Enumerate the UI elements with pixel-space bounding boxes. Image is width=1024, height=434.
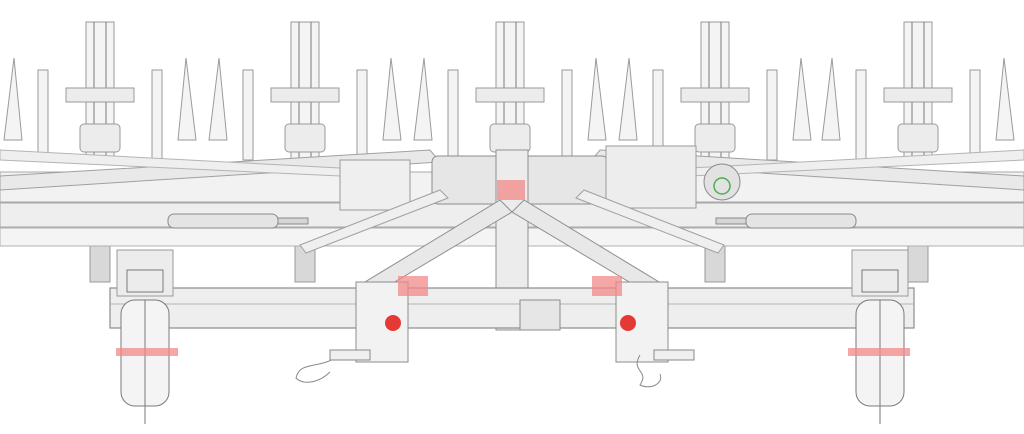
rear-shank bbox=[37, 69, 49, 161]
right-brace bbox=[575, 189, 725, 254]
left-cylinder-housing bbox=[339, 159, 411, 211]
tine-blade bbox=[618, 57, 638, 141]
rear-shank bbox=[855, 69, 867, 161]
tine-blade bbox=[995, 57, 1015, 141]
right-pin-marker bbox=[620, 315, 636, 331]
rear-shank bbox=[969, 69, 981, 161]
tine-blade bbox=[177, 57, 197, 141]
tine-crossbar bbox=[883, 87, 953, 103]
left-cylinder-rod bbox=[277, 217, 309, 225]
right-gauge-wheel bbox=[851, 249, 909, 424]
left-hose-coupler bbox=[329, 349, 371, 361]
wheel-pivot bbox=[861, 269, 899, 293]
right-hose bbox=[636, 354, 662, 388]
tine-crossbar bbox=[680, 87, 750, 103]
rear-shank bbox=[356, 69, 368, 161]
rear-shank bbox=[766, 69, 778, 161]
left-gauge-wheel bbox=[116, 249, 174, 424]
left-wheel-axle-highlight bbox=[116, 348, 178, 356]
left-hydraulic-cylinder bbox=[167, 213, 279, 229]
center-hitch-bracket bbox=[519, 299, 561, 331]
hydraulic-tank bbox=[605, 145, 697, 209]
tine-unit bbox=[208, 21, 402, 283]
hydraulic-cylinders bbox=[167, 213, 857, 229]
tine-clamp bbox=[284, 123, 326, 153]
tine-blade bbox=[3, 57, 23, 141]
tine-crossbar bbox=[270, 87, 340, 103]
rear-shank bbox=[242, 69, 254, 161]
right-hose-coupler bbox=[653, 349, 695, 361]
tine-unit bbox=[618, 21, 812, 283]
left-brace bbox=[299, 189, 449, 254]
left-pin-marker bbox=[385, 315, 401, 331]
tine-blade bbox=[382, 57, 402, 141]
hose-lines bbox=[295, 349, 695, 388]
tine-blade bbox=[792, 57, 812, 141]
right-hydraulic-cylinder bbox=[745, 213, 857, 229]
tine-blade bbox=[208, 57, 228, 141]
tine-clamp bbox=[489, 123, 531, 153]
right-cylinder-rod bbox=[715, 217, 747, 225]
rear-shank bbox=[151, 69, 163, 161]
left-hose bbox=[295, 354, 341, 383]
tine-clamp bbox=[897, 123, 939, 153]
tine-crossbar bbox=[475, 87, 545, 103]
right-wheel-axle-highlight bbox=[848, 348, 910, 356]
highlight-markers bbox=[116, 180, 910, 356]
center-hitch-highlight bbox=[497, 180, 525, 200]
tine-clamp bbox=[79, 123, 121, 153]
accumulator-ring bbox=[713, 177, 731, 195]
tine-unit bbox=[3, 21, 197, 283]
tine-unit bbox=[821, 21, 1015, 283]
tine-clamp bbox=[694, 123, 736, 153]
right-drawbar-highlight bbox=[592, 276, 622, 296]
tine-units bbox=[3, 21, 1015, 283]
rear-shank bbox=[447, 69, 459, 161]
tine-blade bbox=[587, 57, 607, 141]
wheel-pivot bbox=[126, 269, 164, 293]
tine-crossbar bbox=[65, 87, 135, 103]
left-drawbar-highlight bbox=[398, 276, 428, 296]
tine-blade bbox=[821, 57, 841, 141]
front-toolbar-beam bbox=[109, 287, 915, 329]
rear-shank bbox=[561, 69, 573, 161]
tine-blade bbox=[413, 57, 433, 141]
accumulator bbox=[703, 163, 741, 201]
